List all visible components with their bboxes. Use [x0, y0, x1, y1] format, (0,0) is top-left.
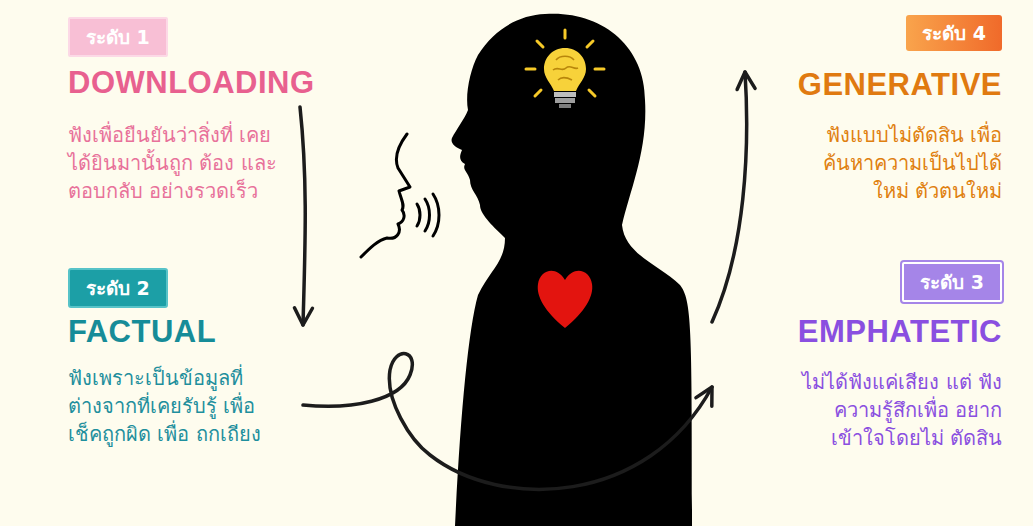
level-heading: EMPHATETIC: [712, 314, 1002, 350]
level-group: ระดับ 1 DOWNLOADING ฟังเพื่อยืนยันว่าสิ่งท…: [68, 17, 300, 205]
level-badge: ระดับ 4: [906, 15, 1002, 51]
level-description: ฟังแบบไม่ตัดสิน เพื่อ ค้นหาความเป็นไปได้…: [802, 121, 1002, 205]
level-heading: GENERATIVE: [745, 67, 1002, 103]
level-heading: FACTUAL: [68, 314, 303, 350]
arrow-head: [294, 308, 312, 325]
level-badge: ระดับ 3: [902, 262, 1002, 302]
level-badge: ระดับ 2: [68, 268, 168, 308]
level-description: ฟังเพราะเป็นข้อมูลที่ ต่างจากที่เคยรับรู…: [68, 364, 278, 448]
flow-arrow: [712, 72, 755, 322]
level-group: ระดับ 3 EMPHATETIC ไม่ได้ฟังแค่เสียง แต่ ฟ…: [712, 262, 1002, 452]
arrow-head: [737, 72, 755, 90]
arrow-line: [712, 72, 747, 322]
arrow-line: [300, 107, 305, 325]
level-description: ฟังเพื่อยืนยันว่าสิ่งที่ เคยได้ยินมานั้น…: [68, 121, 296, 205]
lightbulb-icon: [526, 30, 604, 108]
level-description: ไม่ได้ฟังแค่เสียง แต่ ฟังความรู้สึกเพื่อ…: [787, 368, 1002, 452]
arrow-head: [696, 387, 712, 406]
arrow-line: [303, 354, 712, 490]
level-badge: ระดับ 1: [68, 17, 168, 57]
flow-arrow: [294, 107, 312, 325]
level-group: ระดับ 4 GENERATIVE ฟังแบบไม่ตัดสิน เพื่อ ค…: [745, 15, 1002, 205]
head-silhouette: [452, 14, 692, 526]
flow-arrow: [303, 354, 712, 490]
level-heading: DOWNLOADING: [68, 65, 300, 101]
speaking-face-icon: [361, 134, 439, 257]
heart-icon: [538, 271, 593, 328]
level-group: ระดับ 2 FACTUAL ฟังเพราะเป็นข้อมูลที่ ต่าง…: [68, 268, 303, 448]
